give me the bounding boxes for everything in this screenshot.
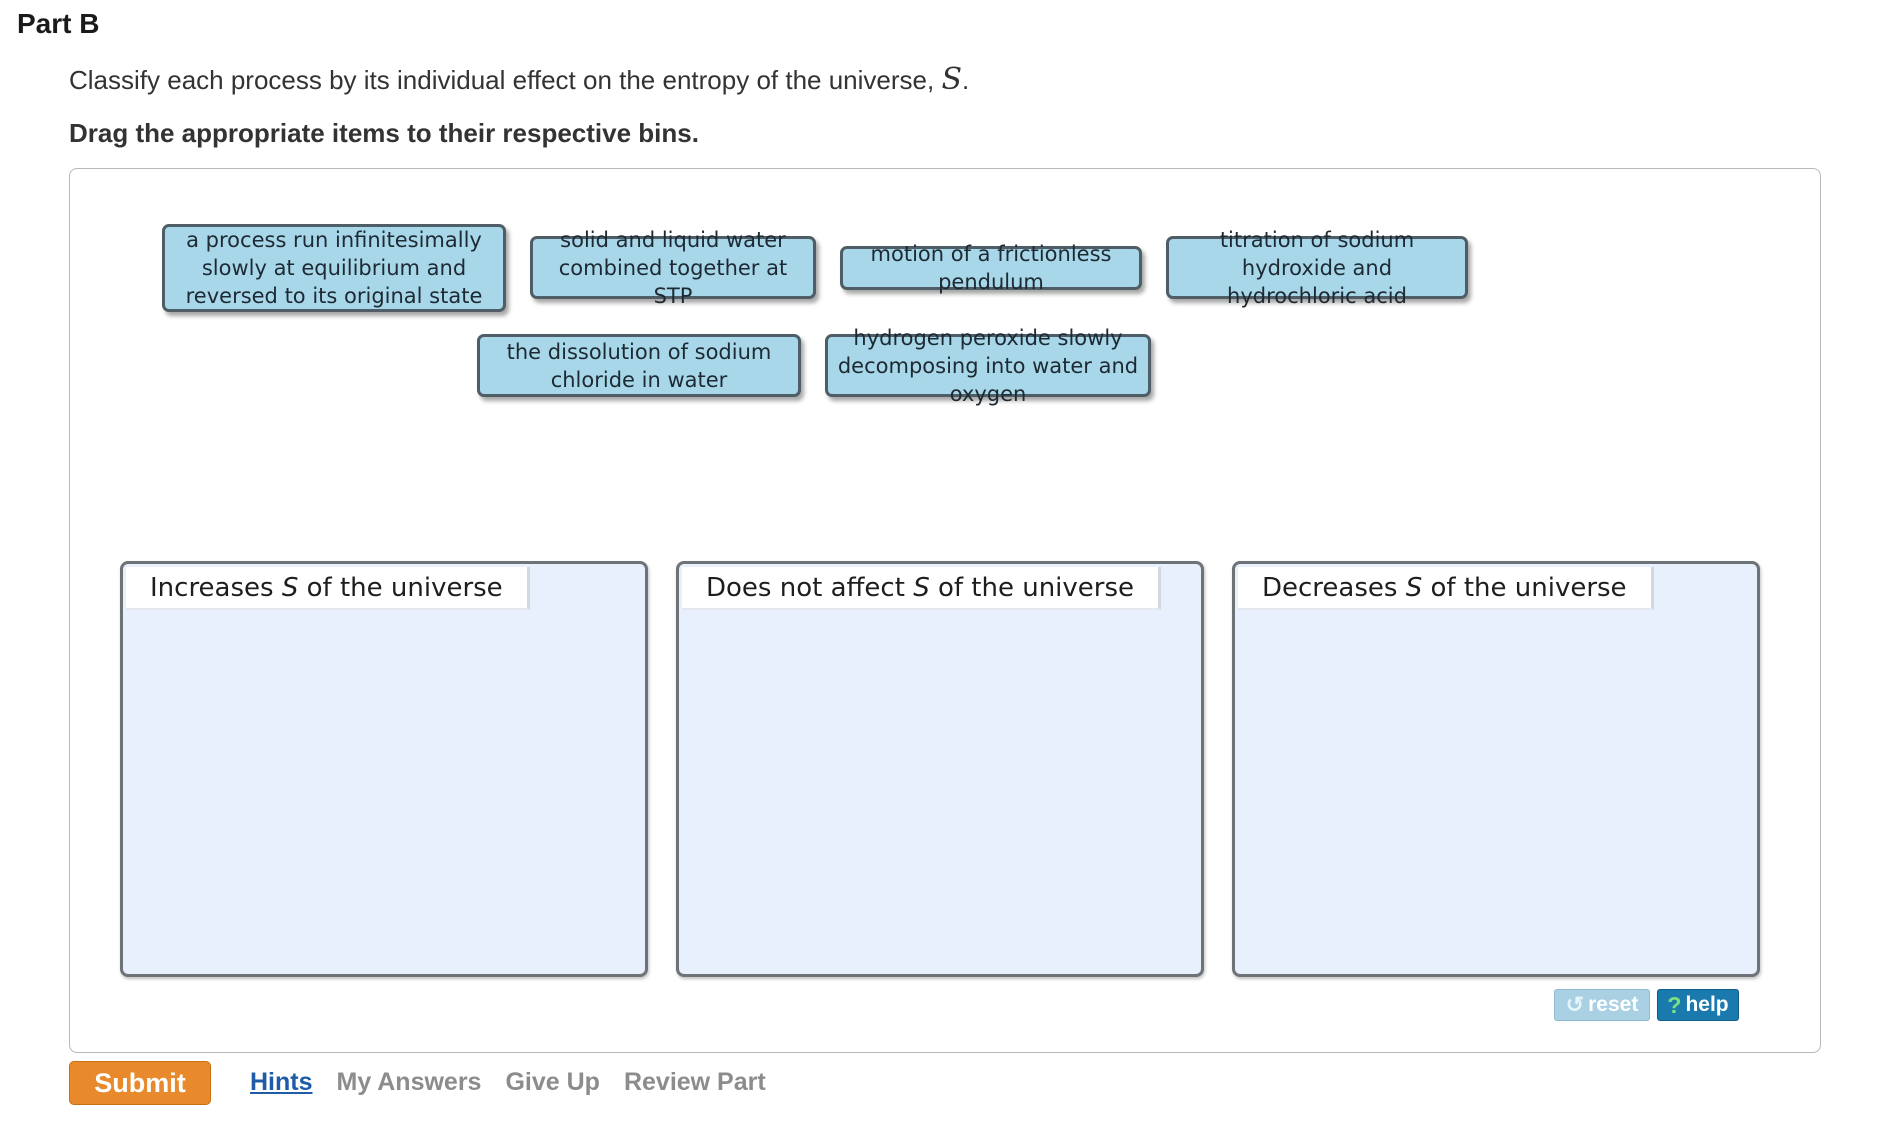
bin-label: Decreases S of the universe (1238, 567, 1654, 610)
bin-label-symbol: S (281, 573, 299, 603)
drag-item-peroxide-decomposition[interactable]: hydrogen peroxide slowly decomposing int… (825, 326, 1151, 406)
help-icon: ? (1667, 991, 1682, 1018)
drag-item-frictionless-pendulum[interactable]: motion of a frictionless pendulum (840, 242, 1142, 294)
bin-label-symbol: S (913, 573, 930, 603)
drag-item-reversible-process[interactable]: a process run infinitesimally slowly at … (162, 224, 506, 312)
entropy-symbol: S (941, 62, 962, 97)
bin-label-prefix: Does not affect (706, 573, 914, 603)
reset-icon: ↺ (1565, 992, 1585, 1017)
hints-link[interactable]: Hints (250, 1068, 313, 1096)
drag-instruction: Drag the appropriate items to their resp… (69, 118, 699, 148)
part-title: Part B (17, 8, 100, 39)
drag-item-titration[interactable]: titration of sodium hydroxide and hydroc… (1166, 228, 1468, 308)
bin-label-prefix: Increases (150, 573, 282, 603)
bin-label-suffix: of the universe (298, 573, 503, 603)
answer-links: Hints My Answers Give Up Review Part (250, 1068, 766, 1097)
bin-label: Increases S of the universe (126, 567, 530, 610)
help-label: help (1685, 993, 1729, 1016)
bin-label-symbol: S (1405, 573, 1423, 603)
reset-label: reset (1588, 993, 1639, 1016)
bin-label-suffix: of the universe (1422, 573, 1627, 603)
bin-increases[interactable]: Increases S of the universe (120, 561, 648, 977)
bin-decreases[interactable]: Decreases S of the universe (1232, 561, 1760, 977)
reset-button[interactable]: ↺ reset (1554, 989, 1650, 1021)
instruction-end: . (962, 65, 970, 95)
bin-label: Does not affect S of the universe (682, 567, 1162, 610)
instruction-text: Classify each process by its individual … (69, 65, 942, 95)
bin-label-suffix: of the universe (929, 573, 1135, 603)
question-instruction: Classify each process by its individual … (69, 62, 969, 97)
bin-does-not-affect[interactable]: Does not affect S of the universe (676, 561, 1204, 977)
help-button[interactable]: ? help (1657, 989, 1739, 1021)
drag-item-nacl-dissolution[interactable]: the dissolution of sodium chloride in wa… (477, 334, 801, 397)
review-part-link[interactable]: Review Part (623, 1068, 766, 1096)
my-answers-link[interactable]: My Answers (336, 1068, 482, 1096)
drag-drop-workspace: a process run infinitesimally slowly at … (69, 168, 1821, 1053)
submit-button[interactable]: Submit (69, 1061, 211, 1105)
bin-label-prefix: Decreases (1262, 573, 1406, 603)
give-up-link[interactable]: Give Up (505, 1068, 600, 1096)
drag-item-water-at-stp[interactable]: solid and liquid water combined together… (530, 228, 816, 308)
